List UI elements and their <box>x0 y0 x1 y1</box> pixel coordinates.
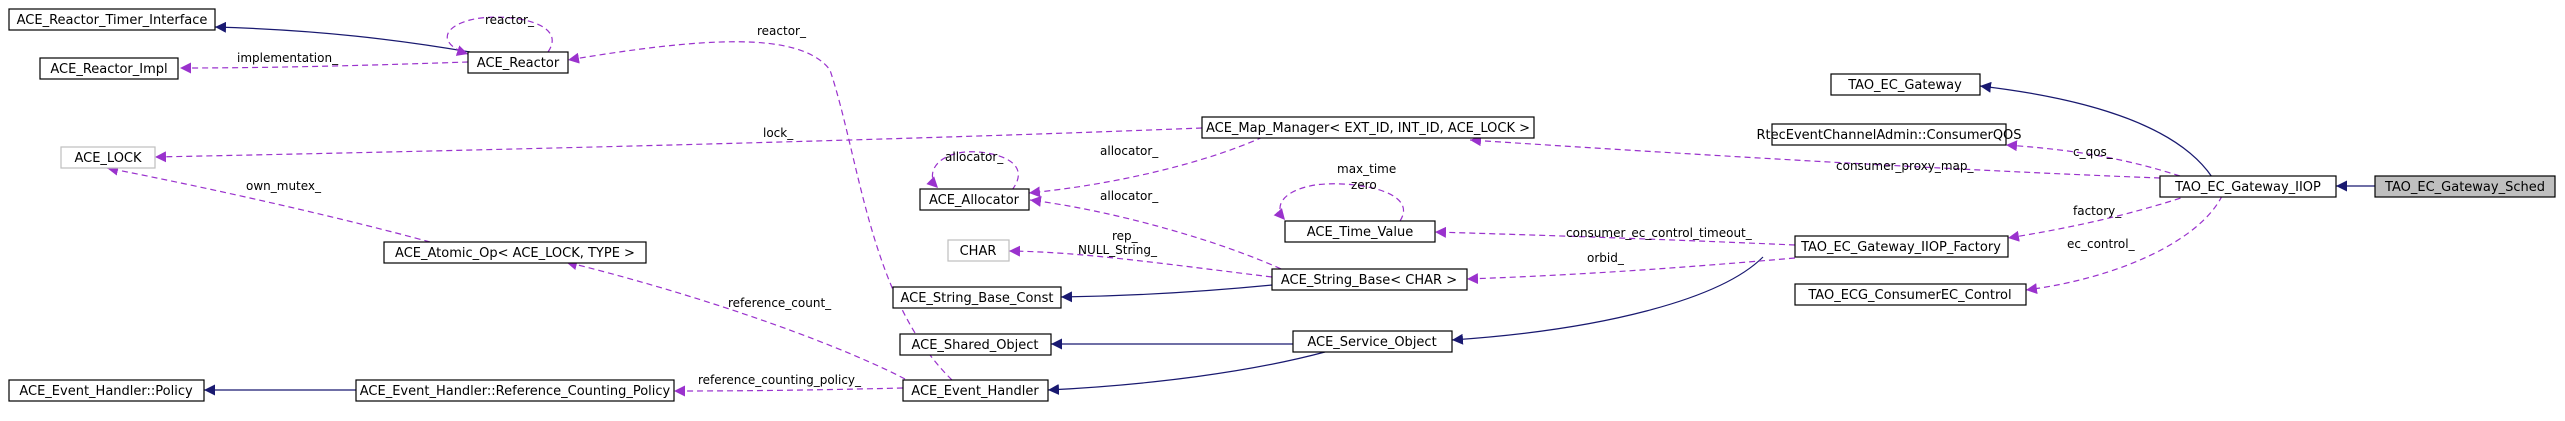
edge-string-base-to-const <box>1060 284 1273 303</box>
edge-iiop-to-consumer-ec-control: ec_control_ <box>2025 195 2223 295</box>
node-ace-event-handler-policy[interactable]: ACE_Event_Handler::Policy <box>8 379 205 402</box>
node-tao-ec-gateway-sched[interactable]: TAO_EC_Gateway_Sched <box>2374 175 2556 198</box>
svg-text:ACE_Time_Value: ACE_Time_Value <box>1307 225 1413 240</box>
node-ace-reactor-timer-interface[interactable]: ACE_Reactor_Timer_Interface <box>8 8 216 31</box>
edge-event-handler-to-reactor: reactor_ <box>567 24 953 381</box>
edge-label-null-string: NULL_String_ <box>1078 243 1158 257</box>
edge-label-c-qos: c_qos_ <box>2073 145 2114 159</box>
svg-text:ACE_Allocator: ACE_Allocator <box>929 193 1020 208</box>
node-ace-event-handler[interactable]: ACE_Event_Handler <box>902 379 1049 402</box>
edge-label-reactor-eh: reactor_ <box>757 24 807 38</box>
edge-iiop-to-factory: factory_ <box>2007 194 2191 242</box>
node-ace-string-base-const[interactable]: ACE_String_Base_Const <box>892 286 1062 309</box>
edge-label-reference-counting-policy: reference_counting_policy_ <box>698 373 862 387</box>
svg-text:TAO_EC_Gateway_Sched: TAO_EC_Gateway_Sched <box>2384 180 2545 195</box>
svg-text:ACE_Reactor_Impl: ACE_Reactor_Impl <box>50 62 167 77</box>
svg-text:ACE_Atomic_Op< ACE_LOCK, TYPE: ACE_Atomic_Op< ACE_LOCK, TYPE > <box>395 246 635 261</box>
edge-label-consumer-ec-control-timeout: consumer_ec_control_timeout_ <box>1566 226 1753 240</box>
edge-iiop-to-map-manager: consumer_proxy_map_ <box>1469 135 2161 179</box>
node-tao-ec-gateway-iiop[interactable]: TAO_EC_Gateway_IIOP <box>2159 175 2337 198</box>
edge-label-consumer-proxy-map: consumer_proxy_map_ <box>1836 159 1975 173</box>
svg-text:ACE_String_Base< CHAR >: ACE_String_Base< CHAR > <box>1281 273 1457 288</box>
edge-factory-to-string-base: orbid_ <box>1466 251 1796 285</box>
edge-reactor-to-reactor-impl: implementation_ <box>179 51 469 74</box>
svg-text:ACE_Event_Handler::Policy: ACE_Event_Handler::Policy <box>19 384 193 399</box>
svg-text:ACE_Event_Handler::Reference_C: ACE_Event_Handler::Reference_Counting_Po… <box>360 384 671 399</box>
node-ace-service-object[interactable]: ACE_Service_Object <box>1292 330 1453 353</box>
edge-event-handler-to-ref-policy: reference_counting_policy_ <box>673 373 904 397</box>
svg-text:ACE_Map_Manager< EXT_ID, INT_I: ACE_Map_Manager< EXT_ID, INT_ID, ACE_LOC… <box>1206 121 1530 136</box>
edge-label-reference-count: reference_count_ <box>728 296 832 310</box>
edge-label-ec-control: ec_control_ <box>2067 237 2136 251</box>
edge-iiop-to-consumer-qos: c_qos_ <box>2005 140 2181 177</box>
edge-map-manager-to-allocator: allocator_ <box>1028 136 1264 198</box>
svg-text:TAO_EC_Gateway_IIOP: TAO_EC_Gateway_IIOP <box>2174 180 2321 195</box>
svg-text:CHAR: CHAR <box>960 244 997 259</box>
edge-label-implementation: implementation_ <box>237 51 339 65</box>
node-ace-time-value[interactable]: ACE_Time_Value <box>1284 220 1436 243</box>
node-rtec-consumer-qos[interactable]: RtecEventChannelAdmin::ConsumerQOS <box>1756 123 2022 146</box>
node-tao-ec-gateway-iiop-factory[interactable]: TAO_EC_Gateway_IIOP_Factory <box>1794 235 2009 258</box>
edge-service-object-to-event-handler <box>1047 351 1326 395</box>
edge-label-allocator-map: allocator_ <box>1100 144 1159 158</box>
svg-text:ACE_Reactor_Timer_Interface: ACE_Reactor_Timer_Interface <box>17 13 208 28</box>
svg-text:ACE_String_Base_Const: ACE_String_Base_Const <box>900 291 1053 306</box>
edge-iiop-to-gateway <box>1979 81 2213 178</box>
node-ace-shared-object[interactable]: ACE_Shared_Object <box>899 333 1052 356</box>
edge-string-base-to-char: rep_ NULL_String_ <box>1008 229 1273 278</box>
edge-label-allocator-string: allocator_ <box>1100 189 1159 203</box>
svg-text:ACE_Shared_Object: ACE_Shared_Object <box>911 338 1038 353</box>
svg-text:RtecEventChannelAdmin::Consume: RtecEventChannelAdmin::ConsumerQOS <box>1756 128 2021 143</box>
svg-text:ACE_Event_Handler: ACE_Event_Handler <box>911 384 1039 399</box>
node-ace-reactor[interactable]: ACE_Reactor <box>467 51 569 74</box>
node-ace-atomic-op[interactable]: ACE_Atomic_Op< ACE_LOCK, TYPE > <box>383 241 647 264</box>
edge-reactor-to-timer-interface <box>214 21 471 53</box>
edge-label-orbid: orbid_ <box>1587 251 1625 265</box>
edge-time-value-self-loop: max_time zero <box>1273 162 1404 222</box>
svg-text:TAO_EC_Gateway: TAO_EC_Gateway <box>1847 78 1962 93</box>
edge-map-manager-to-lock: lock_ <box>154 126 1203 163</box>
node-ace-string-base[interactable]: ACE_String_Base< CHAR > <box>1271 268 1468 291</box>
edge-atomic-op-to-lock: own_mutex_ <box>106 164 431 243</box>
node-ace-map-manager[interactable]: ACE_Map_Manager< EXT_ID, INT_ID, ACE_LOC… <box>1201 116 1535 139</box>
edge-label-rep: rep_ <box>1112 229 1139 243</box>
node-char[interactable]: CHAR <box>947 239 1010 262</box>
edge-label-zero: zero <box>1351 178 1377 192</box>
edge-string-base-to-allocator: allocator_ <box>1029 189 1291 274</box>
svg-text:TAO_EC_Gateway_IIOP_Factory: TAO_EC_Gateway_IIOP_Factory <box>1800 240 2001 255</box>
node-ace-allocator[interactable]: ACE_Allocator <box>919 188 1030 211</box>
svg-text:ACE_Service_Object: ACE_Service_Object <box>1307 335 1436 350</box>
node-ace-lock[interactable]: ACE_LOCK <box>60 146 156 169</box>
edge-label-factory: factory_ <box>2073 204 2122 218</box>
edge-label-reactor-self: reactor_ <box>485 13 535 27</box>
svg-text:TAO_ECG_ConsumerEC_Control: TAO_ECG_ConsumerEC_Control <box>1807 288 2011 303</box>
edge-label-lock: lock_ <box>763 126 794 140</box>
edge-allocator-self-loop: allocator_ <box>926 150 1019 191</box>
node-tao-ecg-consumer-ec-control[interactable]: TAO_ECG_ConsumerEC_Control <box>1794 283 2027 306</box>
node-ace-reference-counting-policy[interactable]: ACE_Event_Handler::Reference_Counting_Po… <box>355 379 675 402</box>
edge-label-own-mutex: own_mutex_ <box>246 179 322 193</box>
edge-factory-to-time-value: consumer_ec_control_timeout_ <box>1434 226 1796 246</box>
svg-text:ACE_Reactor: ACE_Reactor <box>477 56 560 71</box>
edge-label-max-time: max_time <box>1337 162 1396 176</box>
node-ace-reactor-impl[interactable]: ACE_Reactor_Impl <box>39 57 179 80</box>
edge-event-handler-to-atomic-op: reference_count_ <box>565 259 906 380</box>
edge-label-allocator-self: allocator_ <box>945 150 1004 164</box>
edge-factory-to-service-object <box>1451 256 1764 345</box>
edge-reactor-self-loop: reactor_ <box>446 13 553 56</box>
node-tao-ec-gateway[interactable]: TAO_EC_Gateway <box>1830 73 1981 96</box>
svg-text:ACE_LOCK: ACE_LOCK <box>74 151 142 166</box>
